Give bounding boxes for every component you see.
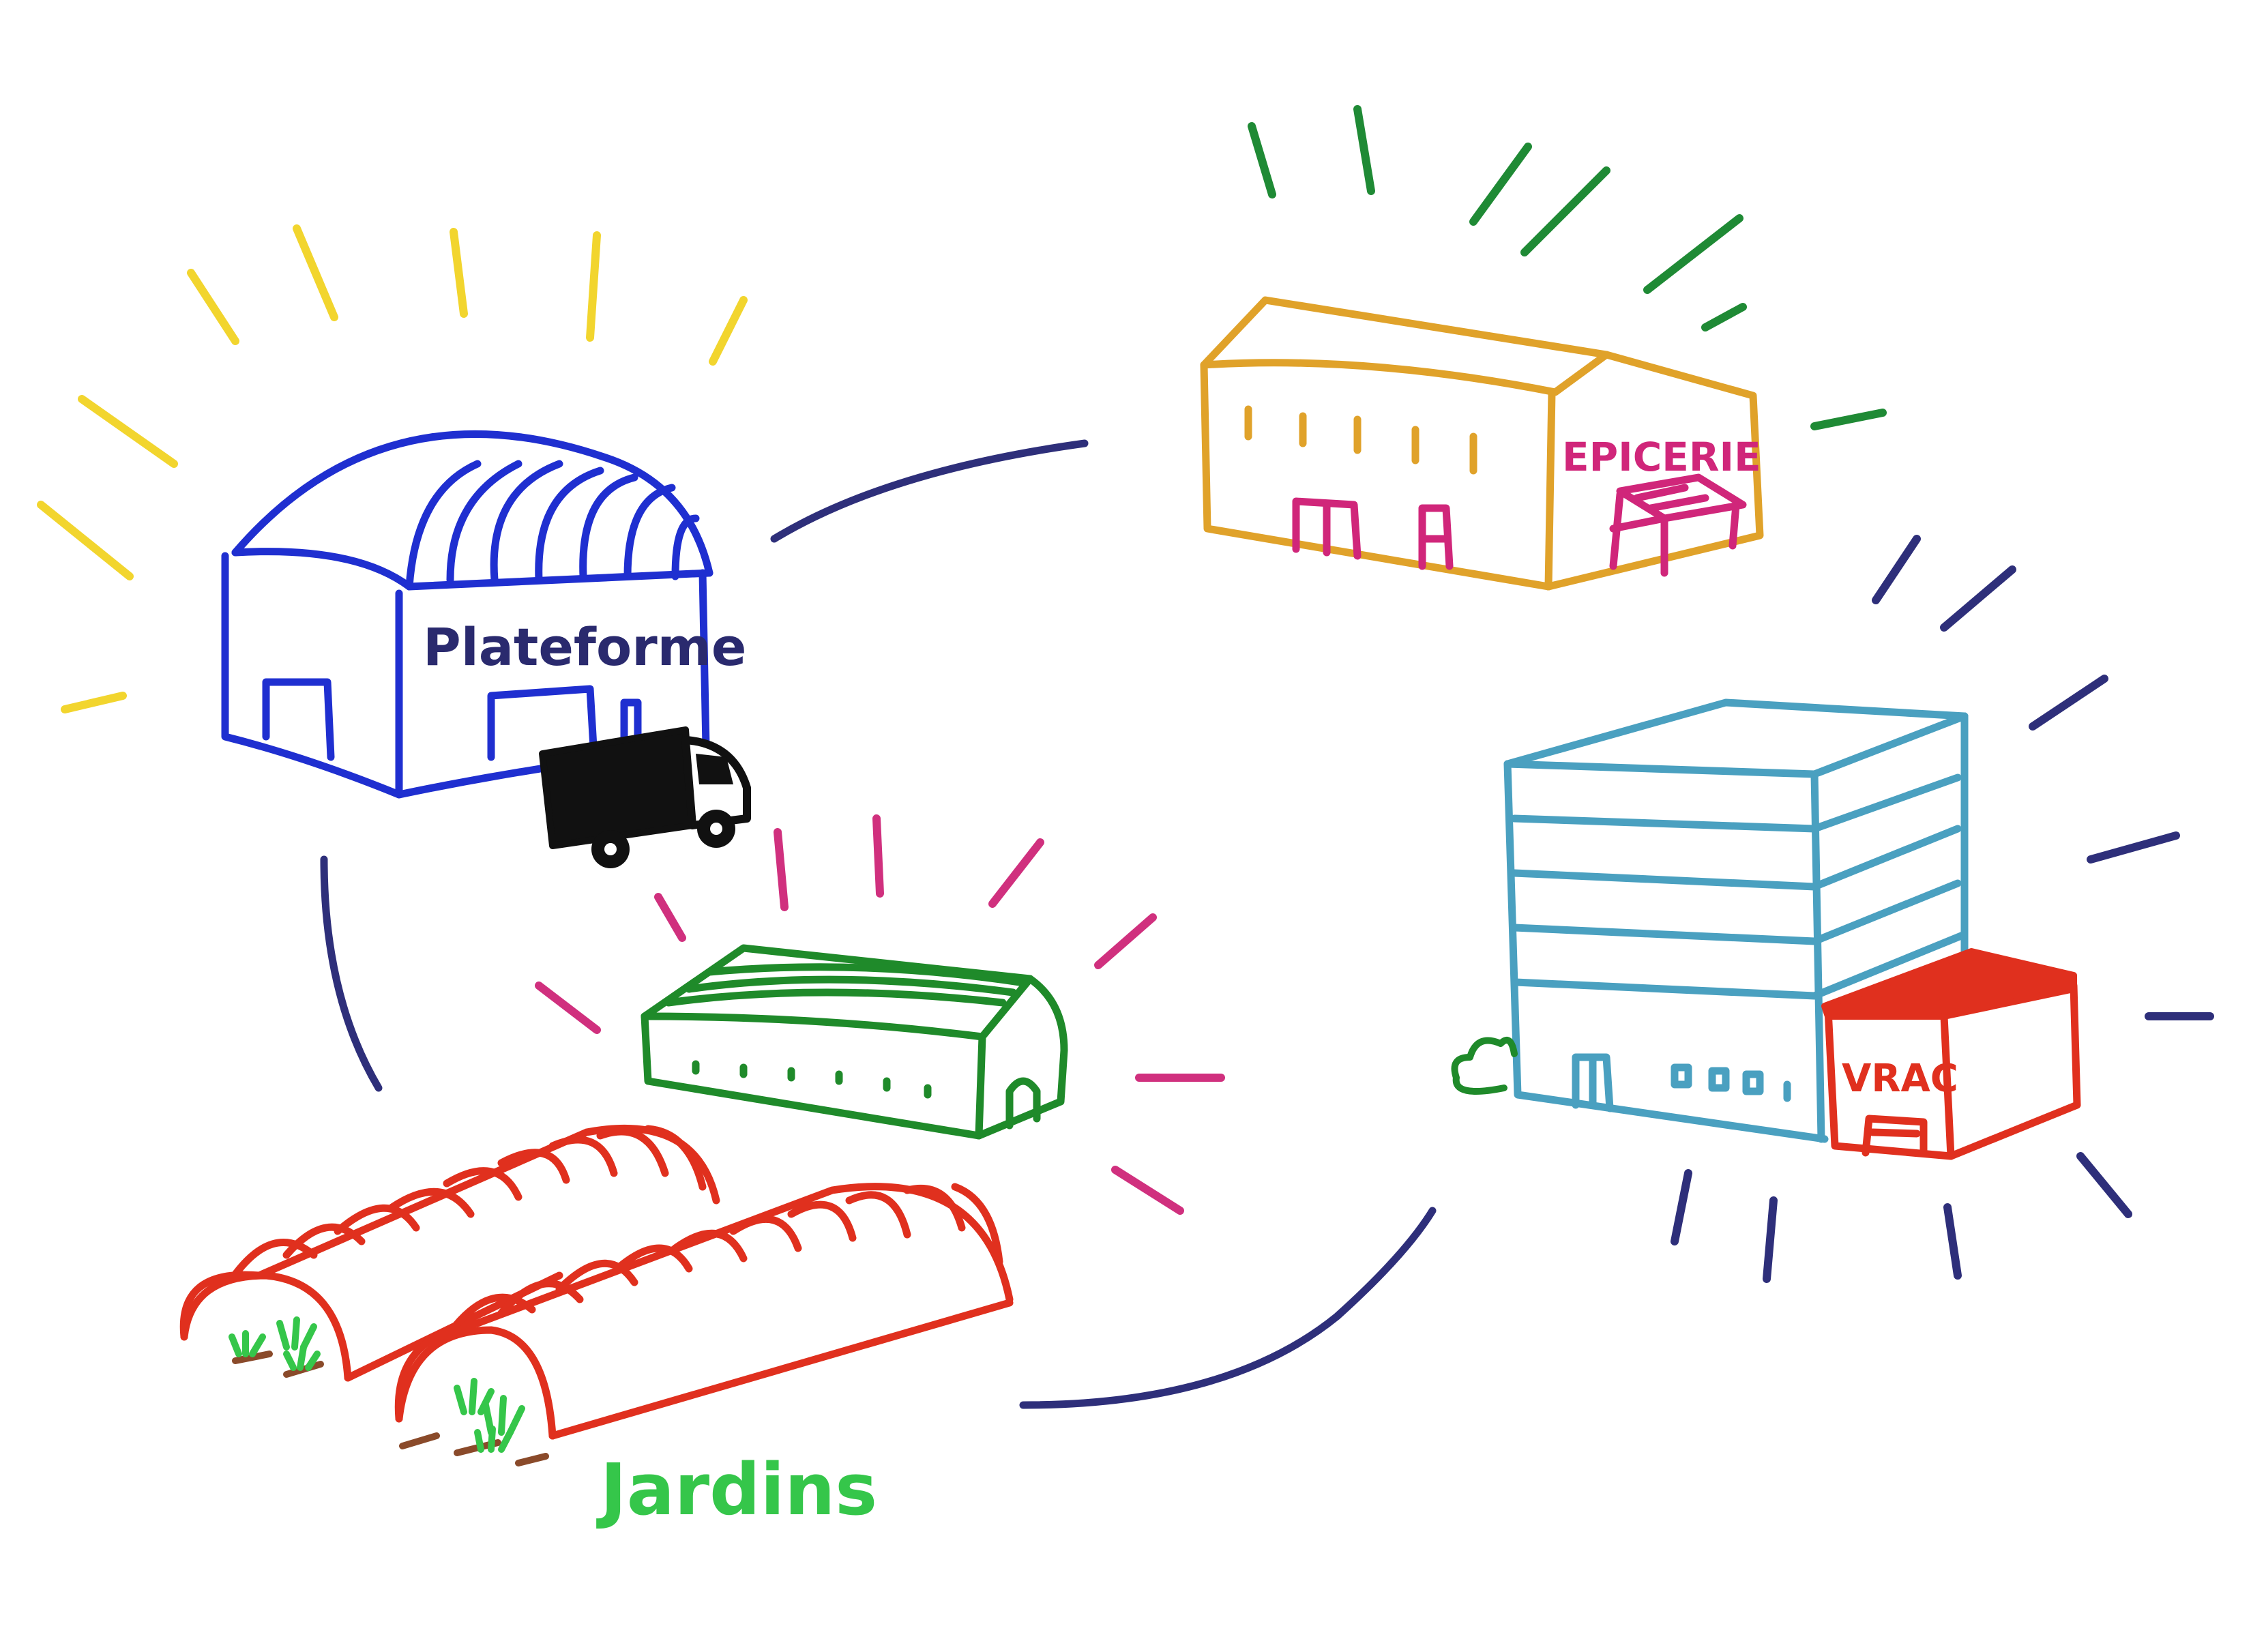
connector-plateforme-jardins — [320, 855, 383, 1092]
ray — [1643, 214, 1744, 294]
ray — [1763, 1196, 1778, 1283]
truck-icon — [539, 726, 751, 868]
epicerie-label: EPICERIE — [1562, 434, 1761, 480]
greenhouses — [179, 1124, 1014, 1440]
ray — [293, 224, 338, 321]
ray — [872, 814, 884, 898]
ray — [187, 269, 239, 345]
ray — [2076, 1152, 2132, 1218]
vrac-shop — [1821, 948, 2081, 1160]
ray — [535, 982, 601, 1034]
plateforme-label: Plateforme — [423, 617, 746, 677]
office-rays — [1671, 535, 2214, 1283]
ray — [1671, 1169, 1692, 1245]
plateforme-sun-rays — [37, 224, 748, 713]
ray — [1353, 105, 1375, 195]
ray — [1940, 565, 2016, 632]
office-building — [1503, 698, 1969, 1143]
connector-jardins-vrac — [1019, 1207, 1437, 1409]
ray — [1943, 1203, 1962, 1280]
ray — [774, 828, 789, 911]
farm-rays — [535, 814, 1225, 1215]
epicerie-building — [1200, 296, 1764, 591]
ray — [1520, 166, 1610, 256]
jardins-label: Jardins — [596, 1448, 877, 1531]
ray — [1701, 303, 1747, 331]
ray — [2087, 831, 2180, 864]
ray — [1469, 143, 1532, 226]
farm-building — [641, 944, 1068, 1140]
ray — [1111, 1166, 1184, 1215]
connector-lines — [320, 439, 1437, 1409]
ray — [654, 893, 686, 942]
ray — [586, 231, 601, 342]
plateforme-building — [221, 430, 713, 799]
ray — [37, 501, 134, 580]
ray — [2029, 675, 2108, 731]
ray — [1094, 913, 1157, 969]
ray — [1248, 122, 1276, 198]
bush-icon — [1451, 1037, 1518, 1095]
ray — [1810, 409, 1887, 430]
ray — [78, 395, 178, 468]
ray — [1872, 535, 1921, 604]
vrac-label: VRAC — [1842, 1057, 1958, 1101]
connector-plateforme-epicerie — [770, 439, 1089, 543]
garden-plants — [229, 1316, 549, 1466]
ray — [709, 296, 748, 366]
epicerie-rays — [1248, 105, 1887, 430]
ray — [450, 228, 468, 318]
ray — [988, 838, 1044, 908]
epicerie-doors — [1292, 473, 1747, 577]
ray — [61, 692, 127, 713]
